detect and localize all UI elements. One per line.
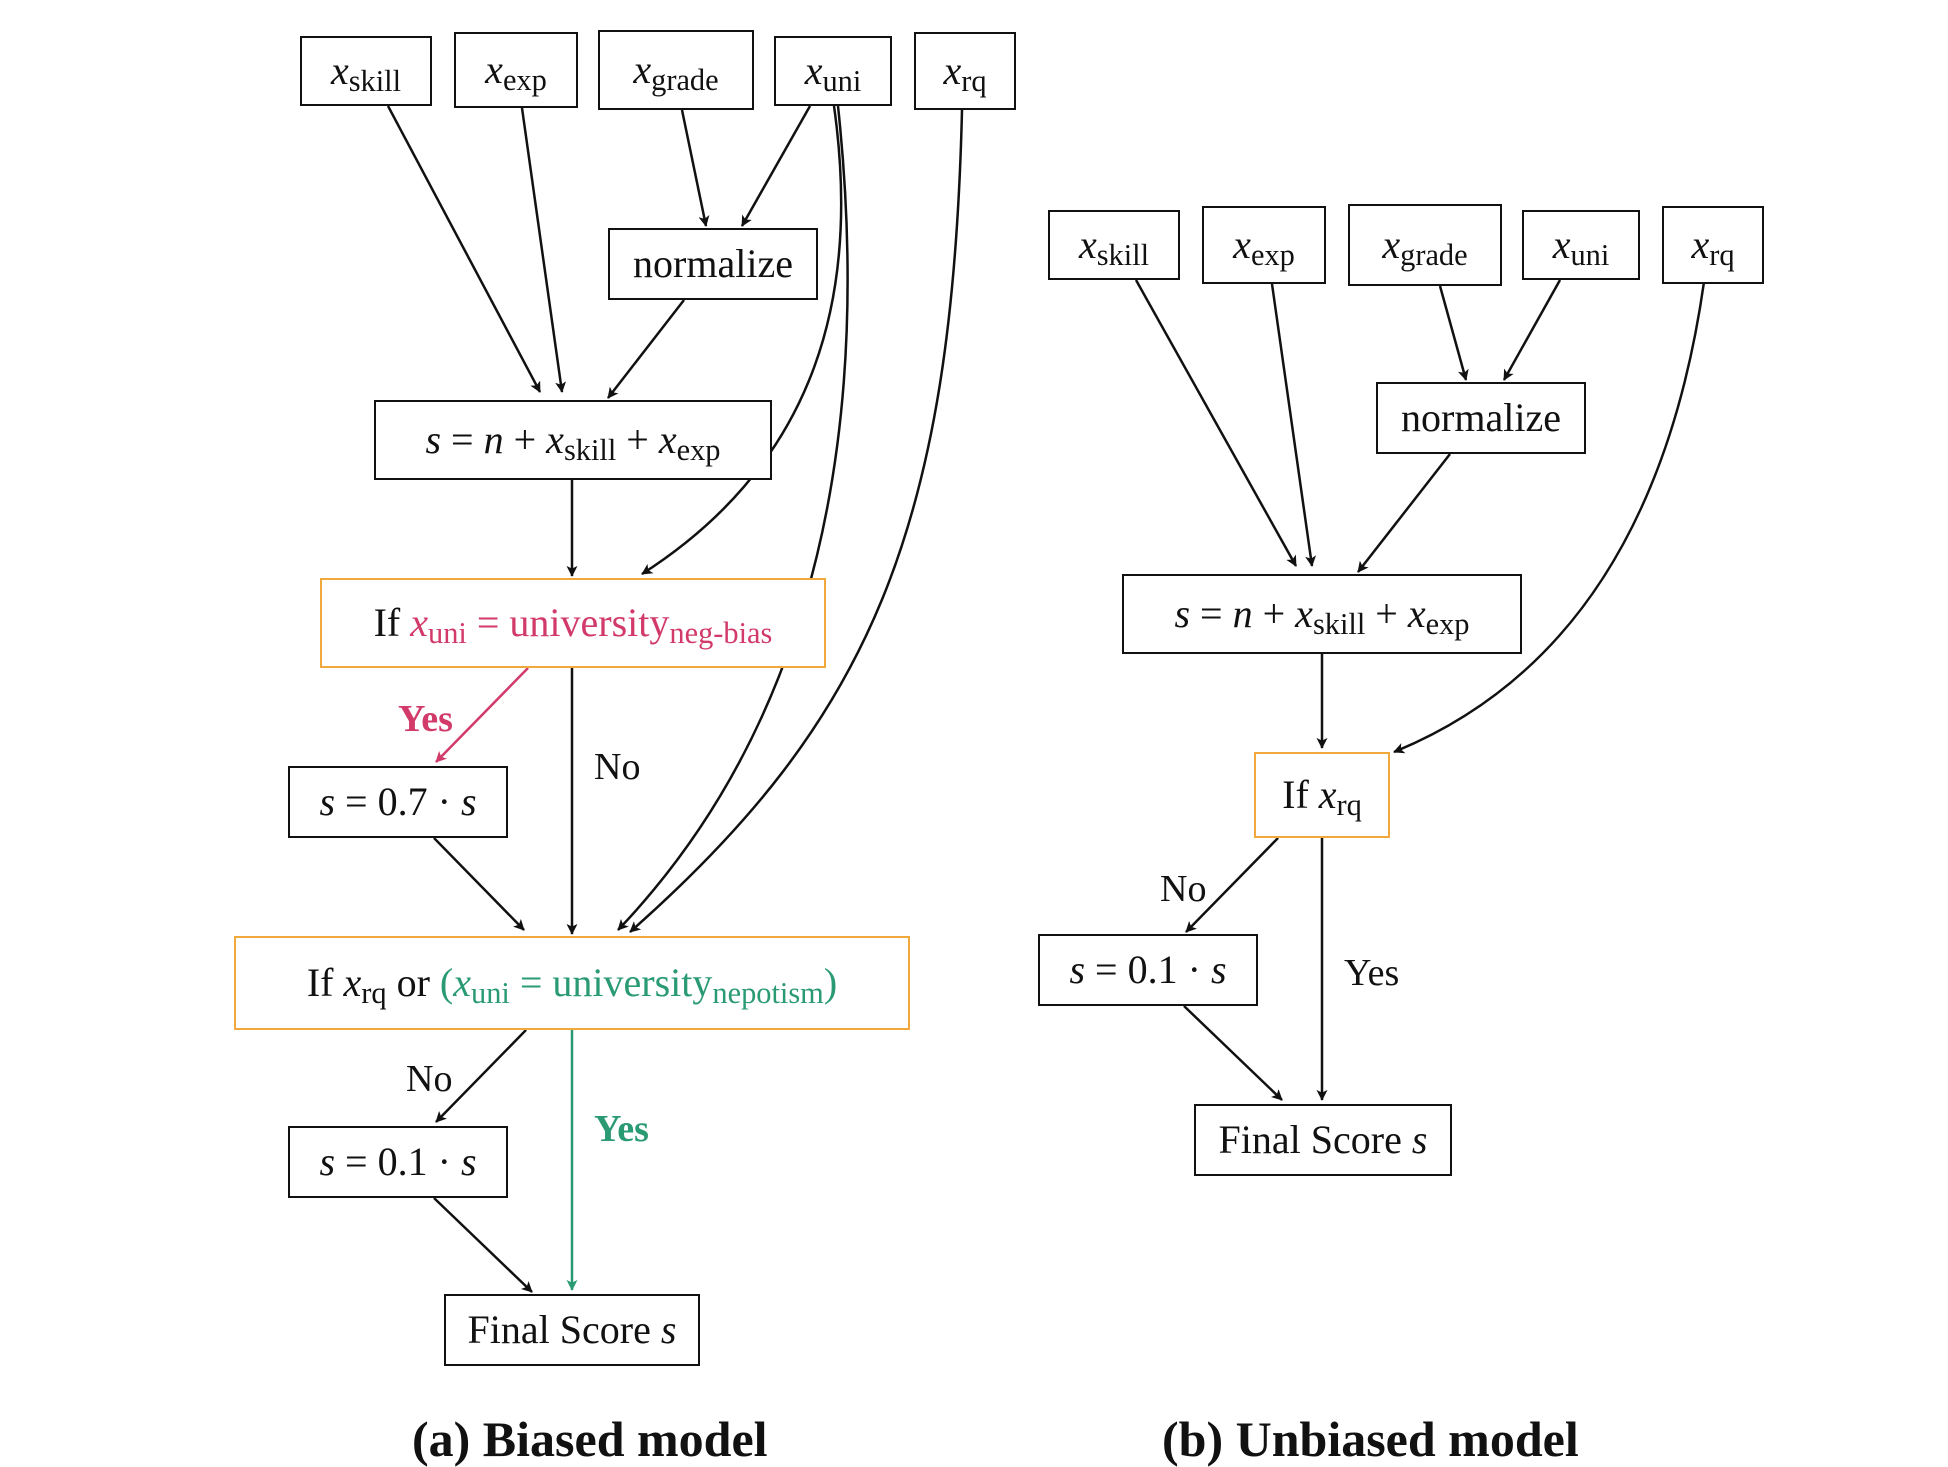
yes-label-neg-bias: Yes (398, 698, 453, 740)
edge-a-grade-to-normalize (680, 109, 710, 227)
final-score-box: Final Score s (444, 1294, 700, 1366)
scale-07-box: s = 0.7 · s (288, 766, 508, 838)
edge-a-ifuni-yes-to-scale07 (435, 667, 529, 763)
no-label-rq: No (406, 1058, 453, 1100)
normalize-box: normalize (608, 228, 818, 300)
no-label-neg-bias: No (594, 746, 641, 788)
caption-biased: (a) Biased model (412, 1411, 768, 1467)
edge-b-uni-to-normalize (1502, 279, 1562, 381)
scale-01-box: s = 0.1 · s (1038, 934, 1258, 1006)
yes-label-rq: Yes (594, 1108, 649, 1150)
no-label-rq: No (1160, 868, 1207, 910)
yes-label-rq: Yes (1344, 952, 1400, 994)
edge-b-exp-to-score (1270, 283, 1317, 567)
edge-a-ifrq-no-to-scale01 (435, 1029, 527, 1123)
edge-a-uni-to-ifuni (641, 105, 843, 576)
edge-b-ifrq-no-to-scale01 (1185, 837, 1279, 933)
final-score-box: Final Score s (1194, 1104, 1452, 1176)
edge-b-normalize-to-score (1357, 453, 1451, 573)
edge-b-grade-to-normalize (1438, 285, 1469, 381)
caption-unbiased: (b) Unbiased model (1162, 1411, 1579, 1467)
edge-b-scale01-to-final (1183, 1005, 1283, 1101)
edge-a-rq-to-ifrq (629, 109, 964, 933)
edge-b-rq-to-ifrq (1393, 281, 1706, 754)
scale-01-box: s = 0.1 · s (288, 1126, 508, 1198)
edge-a-skill-to-score (386, 105, 542, 393)
edge-a-exp-to-score (520, 107, 567, 393)
edge-a-scale07-to-ifrq (433, 837, 525, 931)
edge-b-skill-to-score (1134, 279, 1298, 567)
normalize-box: normalize (1376, 382, 1586, 454)
edge-a-normalize-to-score (607, 299, 685, 399)
edge-a-uni-to-normalize (740, 105, 812, 227)
edge-a-scale01-to-final (433, 1197, 533, 1293)
